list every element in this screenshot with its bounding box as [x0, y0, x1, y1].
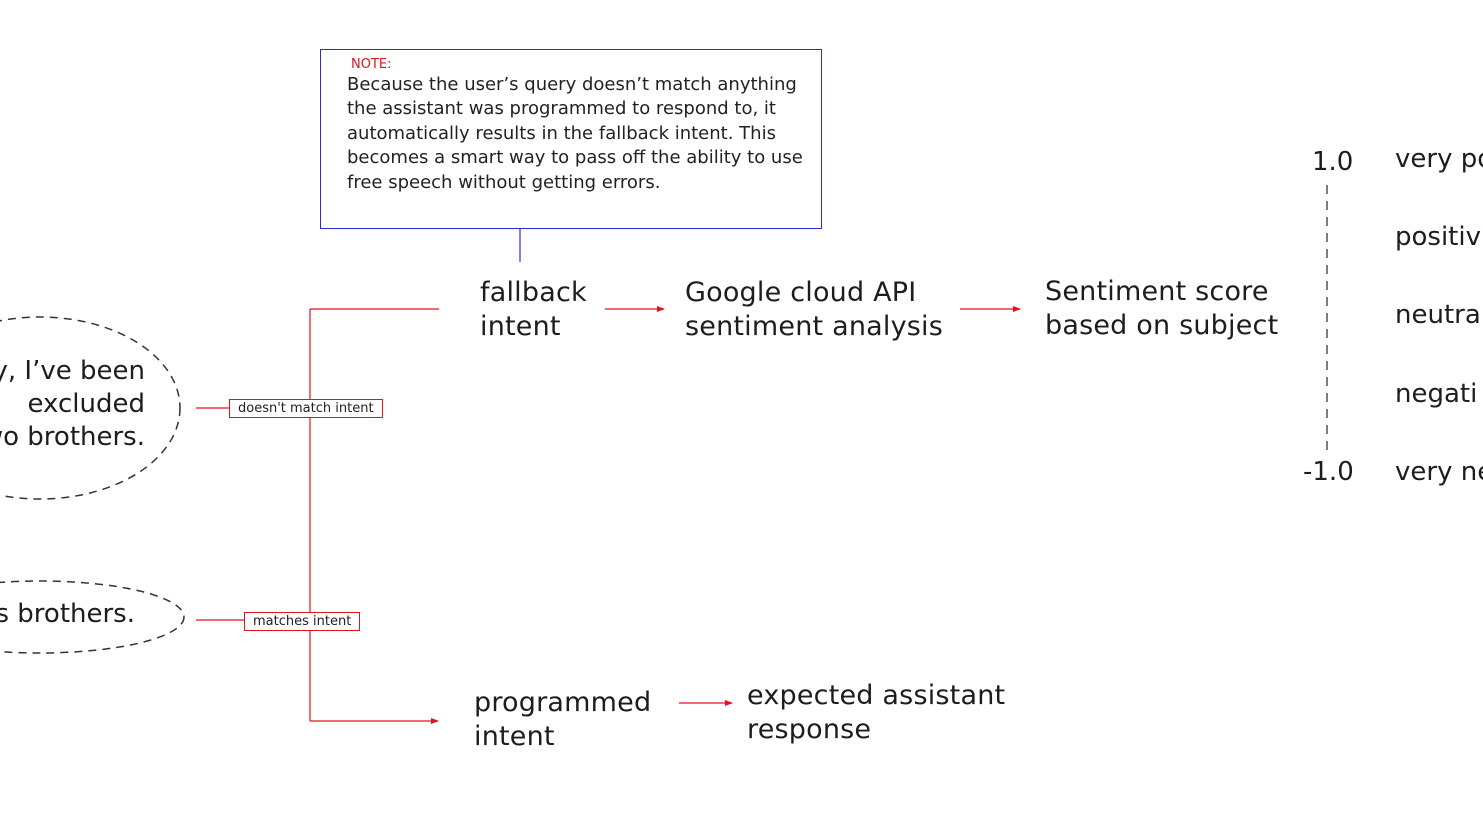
- scale-level-negative: negati: [1395, 379, 1478, 409]
- scale-level-neutral: neutra: [1395, 300, 1481, 330]
- node-line: Sentiment score: [1045, 276, 1269, 307]
- note-label: NOTE:: [351, 57, 392, 72]
- node-expected-response: expected assistant response: [747, 679, 1005, 747]
- edge-label-no-match: doesn't match intent: [229, 399, 383, 418]
- query-bubble-a: [0, 316, 181, 500]
- query-b-line: s brothers.: [0, 599, 135, 629]
- scale-level-very-positive: very po: [1395, 144, 1483, 174]
- node-line: expected assistant: [747, 680, 1006, 711]
- node-line: intent: [474, 721, 555, 752]
- query-a-line: y, I’ve been: [0, 356, 145, 386]
- scale-level-very-negative: very ne: [1395, 457, 1483, 487]
- node-line: based on subject: [1045, 310, 1279, 341]
- node-line: programmed: [474, 687, 652, 718]
- node-programmed-intent: programmed intent: [474, 686, 651, 754]
- query-bubble-b: [0, 580, 185, 654]
- scale-level-positive: positiv: [1395, 222, 1481, 252]
- node-line: intent: [480, 311, 561, 342]
- node-line: Google cloud API: [685, 277, 917, 308]
- query-a-line: excluded: [27, 389, 145, 419]
- node-line: fallback: [480, 277, 587, 308]
- query-a-line: wo brothers.: [0, 422, 145, 452]
- node-line: sentiment analysis: [685, 311, 943, 342]
- node-sentiment-score: Sentiment score based on subject: [1045, 275, 1278, 343]
- node-line: response: [747, 714, 872, 745]
- scale-min: -1.0: [1303, 457, 1354, 487]
- note-box: NOTE: Because the user’s query doesn’t m…: [320, 49, 822, 229]
- node-fallback-intent: fallback intent: [480, 276, 587, 344]
- query-b-text: s brothers.: [0, 598, 135, 631]
- note-text: Because the user’s query doesn’t match a…: [347, 74, 803, 193]
- query-a-text: y, I’ve been excluded wo brothers.: [0, 355, 145, 454]
- node-google-api: Google cloud API sentiment analysis: [685, 276, 943, 344]
- scale-max: 1.0: [1312, 147, 1354, 177]
- edge-label-match: matches intent: [244, 612, 361, 631]
